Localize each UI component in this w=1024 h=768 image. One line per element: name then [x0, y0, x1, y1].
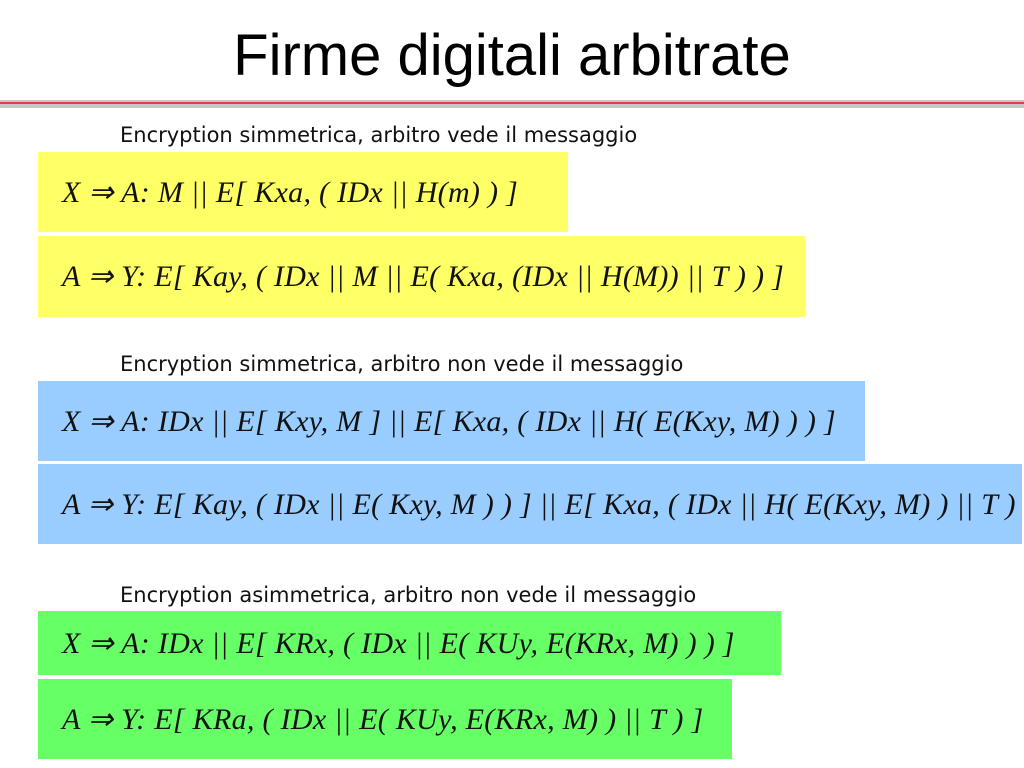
section-heading-1: Encryption simmetrica, arbitro vede il m…: [120, 123, 638, 147]
title-divider: [0, 100, 1024, 108]
section-heading-3: Encryption asimmetrica, arbitro non vede…: [120, 583, 697, 607]
formula-box-3b: A ⇒ Y: E[ KRa, ( IDx || E( KUy, E(KRx, M…: [38, 679, 732, 759]
formula-1b: A ⇒ Y: E[ Kay, ( IDx || M || E( Kxa, (ID…: [62, 260, 785, 293]
formula-3a: X ⇒ A: IDx || E[ KRx, ( IDx || E( KUy, E…: [62, 626, 735, 660]
formula-2b: A ⇒ Y: E[ Kay, ( IDx || E( Kxy, M ) ) ] …: [62, 487, 1022, 521]
section-heading-2: Encryption simmetrica, arbitro non vede …: [120, 352, 684, 376]
formula-box-1a: X ⇒ A: M || E[ Kxa, ( IDx || H(m) ) ]: [38, 152, 568, 232]
formula-3b: A ⇒ Y: E[ KRa, ( IDx || E( KUy, E(KRx, M…: [62, 702, 704, 736]
formula-box-2a: X ⇒ A: IDx || E[ Kxy, M ] || E[ Kxa, ( I…: [38, 381, 865, 461]
formula-box-1b: A ⇒ Y: E[ Kay, ( IDx || M || E( Kxa, (ID…: [38, 236, 805, 317]
formula-box-2b: A ⇒ Y: E[ Kay, ( IDx || E( Kxy, M ) ) ] …: [38, 464, 1022, 544]
slide-title: Firme digitali arbitrate: [233, 23, 791, 88]
formula-box-3a: X ⇒ A: IDx || E[ KRx, ( IDx || E( KUy, E…: [38, 611, 781, 675]
formula-2a: X ⇒ A: IDx || E[ Kxy, M ] || E[ Kxa, ( I…: [62, 404, 836, 438]
formula-1a: X ⇒ A: M || E[ Kxa, ( IDx || H(m) ) ]: [62, 175, 519, 209]
